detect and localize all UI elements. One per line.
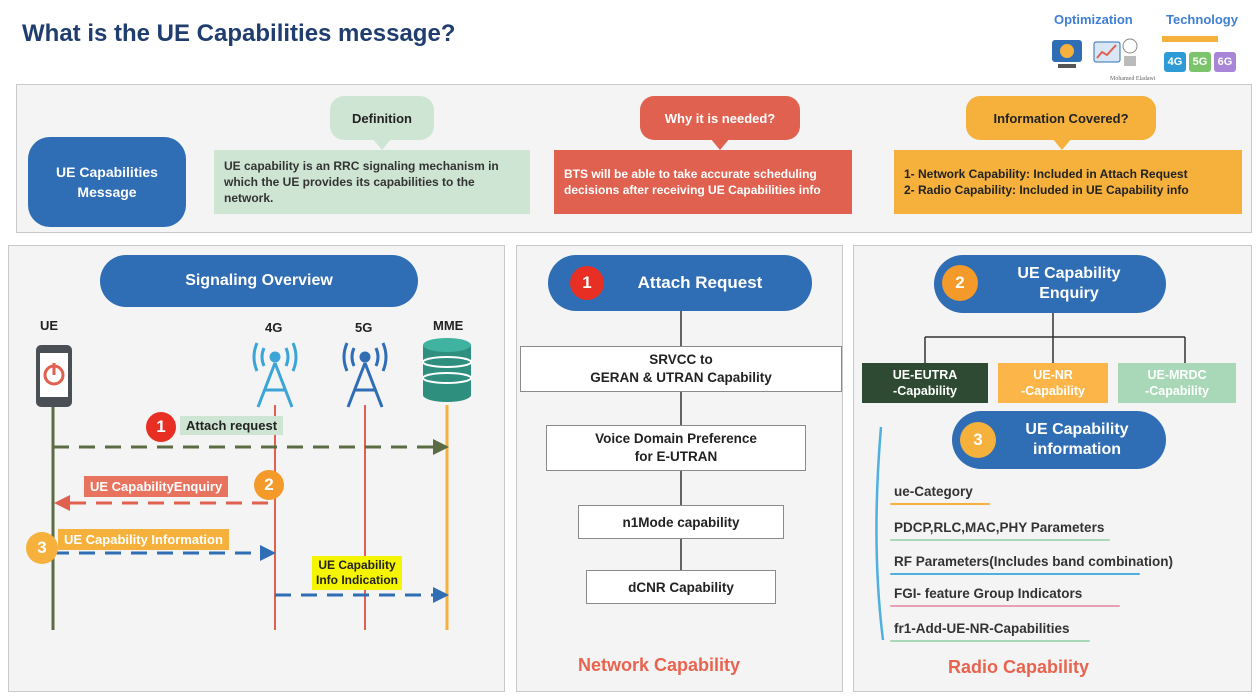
- n1mode-box: n1Mode capability: [578, 505, 784, 539]
- signaling-overview-header: Signaling Overview: [100, 255, 418, 307]
- definition-text: UE capability is an RRC signaling mechan…: [214, 150, 530, 214]
- info-line-1: 1- Network Capability: Included in Attac…: [904, 167, 1188, 181]
- information-number-3: 3: [960, 422, 996, 458]
- info-line-2: 2- Radio Capability: Included in UE Capa…: [904, 183, 1189, 197]
- indication-line-2: Info Indication: [316, 573, 398, 587]
- enquiry-line-1: UE Capability: [1017, 265, 1121, 282]
- brand-logo: Optimization Technology 4G 5G 6G Mohamed…: [1040, 8, 1245, 86]
- info-header-line-1: UE Capability: [1025, 421, 1129, 438]
- voice-line-2: for E-UTRAN: [634, 449, 718, 464]
- network-capability-footer: Network Capability: [578, 655, 741, 675]
- radio-connectors: [875, 313, 1186, 641]
- logo-signature: Mohamed Eladawi: [1110, 76, 1156, 82]
- why-needed-bubble: Why it is needed?: [640, 96, 800, 140]
- page-title: What is the UE Capabilities message?: [22, 20, 456, 47]
- layer-params-underline: [890, 539, 1110, 541]
- why-bubble-tail: [710, 138, 730, 150]
- logo-technology-label: Technology: [1166, 12, 1238, 27]
- srvcc-line-1: SRVCC to: [649, 352, 713, 367]
- badge-5g: 5G: [1189, 52, 1211, 72]
- radio-capability-footer: Radio Capability: [948, 657, 1090, 677]
- signaling-diagram: [36, 338, 472, 630]
- eutra-line-2: -Capability: [893, 384, 957, 398]
- 4g-label: 4G: [265, 320, 283, 335]
- voice-line-1: Voice Domain Preference: [595, 431, 757, 446]
- radio-item-ue-category: ue-Category: [894, 484, 973, 499]
- definition-bubble-tail: [372, 138, 392, 150]
- nr-line-2: -Capability: [1021, 384, 1085, 398]
- 5g-label: 5G: [355, 320, 373, 335]
- 5g-tower-icon: [342, 342, 388, 408]
- attach-number-1: 1: [570, 266, 604, 300]
- radio-item-rf-params: RF Parameters(Includes band combination): [894, 554, 1174, 569]
- ue-category-underline: [890, 503, 990, 505]
- information-covered-bubble: Information Covered?: [966, 96, 1156, 140]
- radio-item-fgi: FGI- feature Group Indicators: [894, 586, 1083, 601]
- mrdc-line-1: UE-MRDC: [1147, 368, 1207, 382]
- message-3-number: 3: [26, 532, 58, 564]
- why-needed-text: BTS will be able to take accurate schedu…: [554, 150, 852, 214]
- eutra-line-1: UE-EUTRA: [892, 368, 958, 382]
- indication-line-1: UE Capability: [318, 558, 396, 572]
- ue-nr-capability-box: UE-NR -Capability: [998, 363, 1108, 403]
- capability-information-label: UE Capability Information: [58, 529, 229, 550]
- message-1-number: 1: [146, 412, 176, 442]
- signaling-panel: [8, 245, 505, 692]
- logo-optimization-label: Optimization: [1054, 12, 1133, 27]
- dcnr-box: dCNR Capability: [586, 570, 776, 604]
- ue-label: UE: [40, 318, 59, 333]
- main-pill-text: UE Capabilities Message: [56, 164, 158, 200]
- info-header-line-2: information: [1033, 441, 1121, 458]
- 4g-tower-icon: [252, 342, 298, 408]
- voice-domain-box: Voice Domain Preference for E-UTRAN: [546, 425, 806, 471]
- capability-enquiry-label: UE CapabilityEnquiry: [84, 476, 229, 497]
- enquiry-number-2: 2: [942, 265, 978, 301]
- enquiry-line-2: Enquiry: [1039, 285, 1099, 302]
- ue-eutra-capability-box: UE-EUTRA -Capability: [862, 363, 988, 403]
- nr-line-1: UE-NR: [1033, 368, 1073, 382]
- fr1-add-underline: [890, 640, 1090, 642]
- information-covered-text: 1- Network Capability: Included in Attac…: [894, 150, 1242, 214]
- mme-label: MME: [433, 318, 464, 333]
- fgi-underline: [890, 605, 1120, 607]
- attach-request-label: Attach request: [180, 416, 284, 435]
- capability-info-indication-label: UE Capability Info Indication: [312, 556, 402, 590]
- radio-item-fr1-add: fr1-Add-UE-NR-Capabilities: [894, 621, 1070, 636]
- srvcc-line-2: GERAN & UTRAN Capability: [590, 370, 772, 385]
- rf-params-underline: [890, 573, 1140, 575]
- definition-bubble: Definition: [330, 96, 434, 140]
- mrdc-line-2: -Capability: [1145, 384, 1209, 398]
- info-bubble-tail: [1052, 138, 1072, 150]
- badge-6g: 6G: [1214, 52, 1236, 72]
- mme-database-icon: [422, 338, 472, 402]
- badge-4g: 4G: [1164, 52, 1186, 72]
- radio-item-layer-params: PDCP,RLC,MAC,PHY Parameters: [894, 520, 1105, 535]
- logo-icons: [1052, 36, 1218, 68]
- ue-capabilities-message-pill: UE Capabilities Message: [28, 137, 186, 227]
- srvcc-capability-box: SRVCC to GERAN & UTRAN Capability: [520, 346, 842, 392]
- phone-icon: [36, 345, 72, 407]
- capability-enquiry-header: UE Capability Enquiry: [934, 255, 1166, 313]
- message-2-number: 2: [254, 470, 284, 500]
- ue-mrdc-capability-box: UE-MRDC -Capability: [1118, 363, 1236, 403]
